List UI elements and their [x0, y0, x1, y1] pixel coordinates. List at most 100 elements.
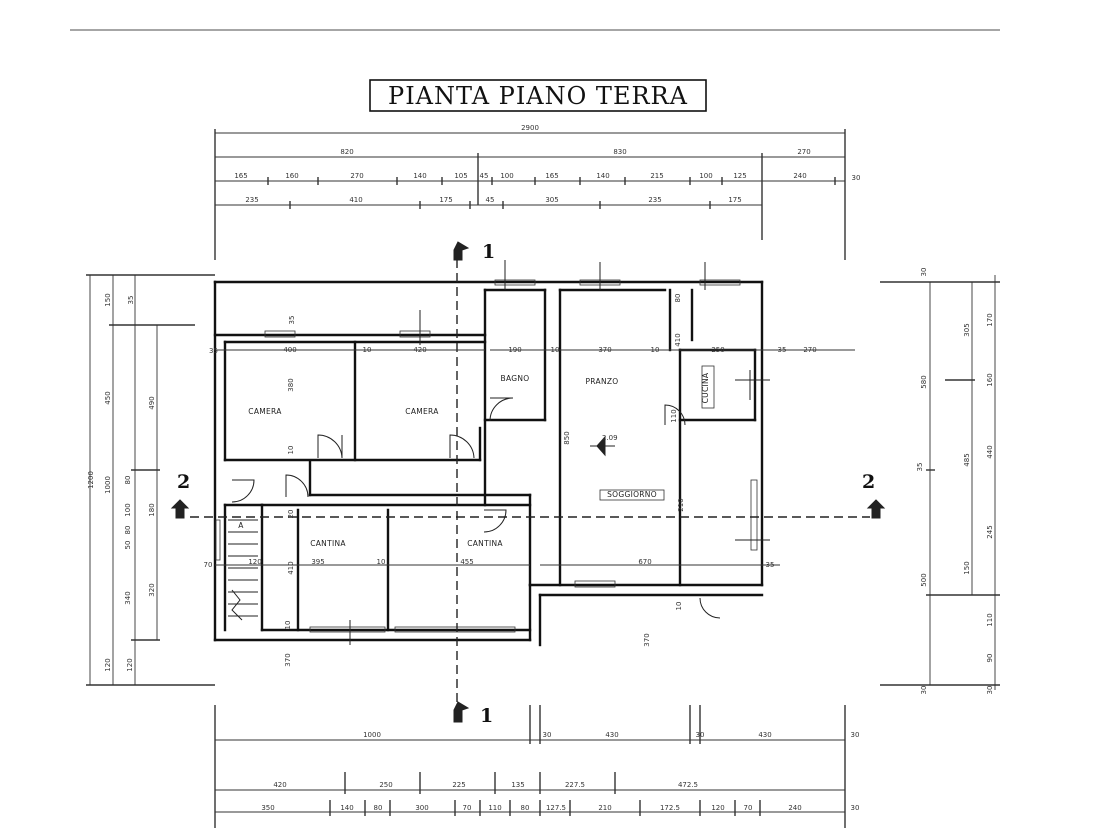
dim-left-inner-1: 35	[127, 296, 135, 305]
dim-misc-110: 110	[670, 409, 678, 422]
dim-top-mid-1: 820	[340, 148, 353, 156]
dim-misc-850: 850	[563, 431, 571, 444]
section-marker-bottom: 1	[453, 701, 493, 727]
dim-right-outer-7: 170	[986, 313, 994, 326]
dim-top-r3-2: 410	[349, 196, 362, 204]
dim-misc-10b: 10	[675, 602, 683, 611]
dim-bottom-total-2: 30	[543, 731, 552, 739]
dim-bottom-total-4: 30	[696, 731, 705, 739]
dim-inner-8: 10	[651, 346, 660, 354]
dim-inner-vert-2: 35	[288, 316, 296, 325]
dim-misc-380: 380	[287, 378, 295, 391]
dim-top-mid-2: 830	[613, 148, 626, 156]
room-label-cantina-1: CANTINA	[310, 539, 346, 548]
dim-top-r2-11: 100	[699, 172, 712, 180]
dim-right-outer-2: 305	[963, 323, 971, 336]
level-marker: 2.09	[590, 434, 618, 457]
dim-bottom-r2-4: 135	[511, 781, 524, 789]
dim-left-mid-9: 120	[104, 658, 112, 671]
dim-left-inner-3: 180	[148, 503, 156, 516]
dim-inner-3: 10	[363, 346, 372, 354]
room-label-cantina-2: CANTINA	[467, 539, 503, 548]
dim-bottom-r3-4: 300	[415, 804, 428, 812]
dim-inner-4: 420	[413, 346, 426, 354]
dim-top-r2-13: 240	[793, 172, 806, 180]
dim-bottom-r3-2: 140	[340, 804, 353, 812]
dim-left-inner-4: 320	[148, 583, 156, 596]
dim-misc-170: 370	[284, 653, 292, 666]
stair-label: A	[238, 521, 244, 530]
exterior-walls	[213, 280, 764, 647]
dim-right-outer-8: 30	[986, 686, 994, 695]
room-label-cucina: CUCINA	[701, 372, 710, 403]
plan-title-box: PIANTA PIANO TERRA	[369, 79, 707, 112]
dim-inner-2: 400	[283, 346, 296, 354]
dim-top-total: 2900	[521, 124, 539, 132]
dim-top-r2-8: 165	[545, 172, 558, 180]
dim-left-mid-7: 50	[124, 541, 132, 550]
dim-bottom-r3-13: 240	[788, 804, 801, 812]
dim-top-r2-7: 100	[500, 172, 513, 180]
dim-right-inner-5: 110	[986, 613, 994, 626]
dim-inner-10: 35	[778, 346, 787, 354]
section-mark-left: 2	[177, 471, 190, 493]
dim-left-mid-6: 80	[124, 526, 132, 535]
dim-left-mid-8: 340	[124, 591, 132, 604]
inner-dimensions: 35 400 10 420 190 10 370 10 250 35 270 3…	[204, 294, 855, 667]
dim-right-inner-3: 500	[920, 573, 928, 586]
dim-right-inner-2: 485	[963, 453, 971, 466]
dim-top-r2-9: 140	[596, 172, 609, 180]
dim-misc-20: 20	[287, 510, 295, 519]
room-labels: CAMERA CAMERA BAGNO PRANZO CUCINA SOGGIO…	[248, 365, 715, 548]
section-mark-top: 1	[482, 241, 495, 263]
dim-bottom-total-5: 430	[758, 731, 771, 739]
left-dimension-lines: 1200 150 450 1000 80 100 80 50 340 120 3…	[86, 274, 215, 686]
dim-top-r2-14: 30	[852, 174, 861, 182]
dim-inner-1: 35	[209, 347, 218, 355]
dim-misc-210: 210	[677, 498, 685, 511]
dim-left-outer-1: 1200	[87, 471, 95, 489]
dim-left-mid-1: 150	[104, 293, 112, 306]
exterior-marks	[349, 260, 770, 645]
dim-bottom-r2-3: 225	[452, 781, 465, 789]
level-value: 2.09	[602, 434, 618, 442]
dim-top-r3-4: 45	[486, 196, 495, 204]
dim-bottom-total-3: 430	[605, 731, 618, 739]
dim-inner-vert-4: 410	[287, 561, 295, 574]
dim-left-inner-5: 120	[126, 658, 134, 671]
dim-misc-80: 80	[674, 294, 682, 303]
windows	[215, 279, 758, 633]
section-marker-top: 1	[453, 241, 495, 263]
dim-top-r2-3: 270	[350, 172, 363, 180]
dim-top-r3-1: 235	[245, 196, 258, 204]
section-mark-bottom: 1	[480, 705, 493, 727]
room-label-pranzo: PRANZO	[585, 377, 618, 386]
staircase: A	[228, 519, 258, 621]
dim-top-r2-6: 45	[480, 172, 489, 180]
dim-inner-11: 270	[803, 346, 816, 354]
section-mark-right: 2	[862, 471, 875, 493]
dim-right-inner-7: 35	[916, 463, 924, 472]
section-marker-right: 2	[862, 471, 886, 519]
right-dimension-lines: 30 305 160 440 245 150 170 30 580 485 50…	[880, 268, 1000, 695]
dim-bottom-r3-14: 30	[851, 804, 860, 812]
dim-top-r2-1: 165	[234, 172, 247, 180]
dim-bottom-total-6: 30	[851, 731, 860, 739]
dim-misc-395: 395	[311, 558, 324, 566]
dim-misc-120: 120	[248, 558, 261, 566]
dim-inner-5: 190	[508, 346, 521, 354]
dim-bottom-r3-7: 80	[521, 804, 530, 812]
dim-right-inner-6: 90	[986, 654, 994, 663]
dim-inner-vert-1: 410	[674, 333, 682, 346]
dim-right-outer-1: 30	[920, 268, 928, 277]
dim-bottom-r3-8: 127.5	[546, 804, 566, 812]
dim-right-outer-4: 440	[986, 445, 994, 458]
dim-top-r3-7: 175	[728, 196, 741, 204]
doors	[231, 397, 721, 619]
dim-bottom-r3-9: 210	[598, 804, 611, 812]
dim-left-mid-3: 1000	[104, 476, 112, 494]
dim-top-mid-3: 270	[797, 148, 810, 156]
dim-bottom-r3-11: 120	[711, 804, 724, 812]
dim-bottom-r2-2: 250	[379, 781, 392, 789]
